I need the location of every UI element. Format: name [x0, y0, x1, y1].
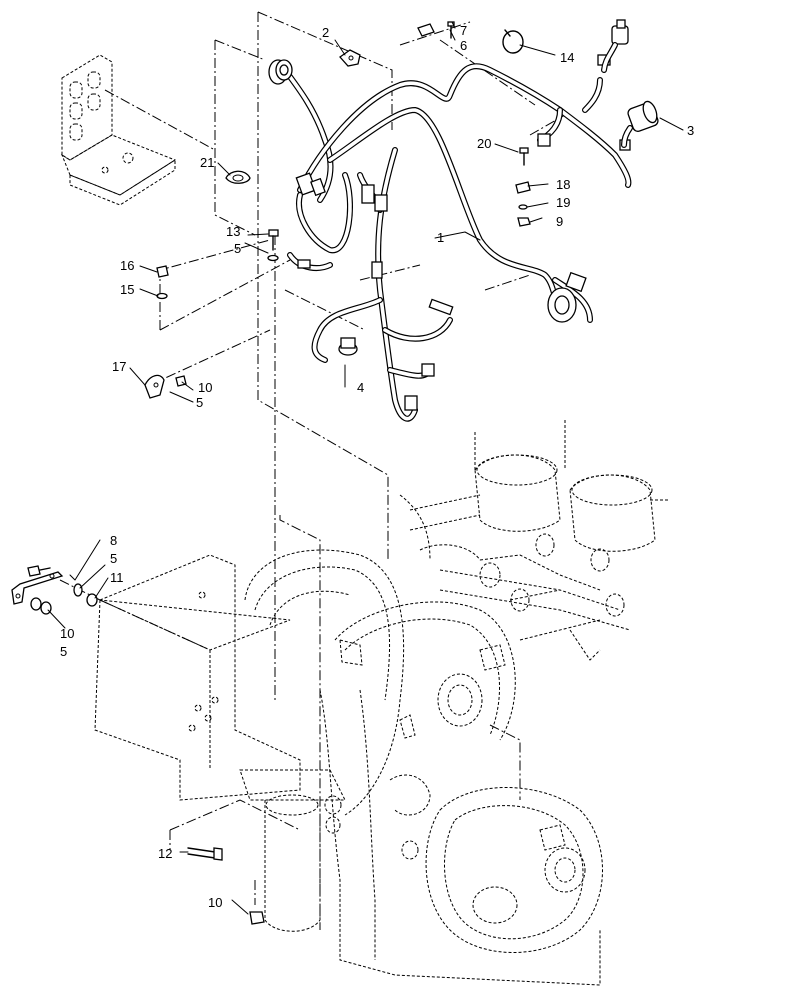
ring-part-14	[502, 29, 524, 54]
nut-part-6	[417, 23, 435, 37]
sensor-part-3	[619, 100, 659, 151]
bolt-part-20	[519, 147, 529, 166]
callout-18: 18	[556, 177, 570, 192]
nut-part-9	[517, 217, 531, 227]
callout-5-bracket: 5	[196, 395, 203, 410]
callout-1: 1	[437, 230, 444, 245]
bracket-part-17	[144, 374, 165, 399]
nut-part-16	[156, 265, 169, 278]
callout-9: 9	[556, 214, 563, 229]
callout-16: 16	[120, 258, 134, 273]
callout-19: 19	[556, 195, 570, 210]
mounting-bracket	[60, 54, 177, 206]
callout-8: 8	[110, 533, 117, 548]
callout-13: 13	[226, 224, 240, 239]
bolt-part-10-left	[30, 597, 52, 615]
bolt-part-12	[187, 847, 223, 861]
callout-3: 3	[687, 123, 694, 138]
callout-12: 12	[158, 846, 172, 861]
callout-10-left: 10	[60, 626, 74, 641]
grommet-connector	[268, 59, 293, 85]
hydraulic-cylinders	[399, 420, 670, 661]
callout-5-left: 5	[110, 551, 117, 566]
callout-10-bracket: 10	[198, 380, 212, 395]
callout-14: 14	[560, 50, 574, 65]
callout-6: 6	[460, 38, 467, 53]
callout-4: 4	[357, 380, 364, 395]
nut-part-11	[86, 593, 98, 607]
washer-part-19	[518, 204, 528, 210]
wiring-harness	[282, 63, 632, 422]
callout-20: 20	[477, 136, 491, 151]
callout-7: 7	[460, 23, 467, 38]
callout-5-upper: 5	[234, 241, 241, 256]
clip-part-18	[515, 181, 531, 194]
washer-part-5-upper	[267, 254, 279, 262]
transmission-housing	[239, 549, 603, 986]
callout-11: 11	[110, 570, 124, 585]
callout-5-lower: 5	[60, 644, 67, 659]
bracket-part-8	[11, 565, 64, 605]
callout-2: 2	[322, 25, 329, 40]
assembly-phantom-lines	[59, 11, 566, 930]
clip-part-2	[339, 49, 361, 67]
bolt-part-10-upper	[175, 375, 187, 387]
clamp-part-21	[225, 170, 251, 184]
bolt-part-13	[268, 229, 279, 251]
frame-plate	[94, 554, 301, 801]
callout-labels: 1 2 3 4 5 5 5 5 6 7 8 9 10 10 10 11 12 1…	[60, 23, 694, 910]
pressure-switch-part-4	[338, 337, 358, 356]
callout-17: 17	[112, 359, 126, 374]
washer-part-5-left	[73, 583, 83, 597]
switch-top-right	[597, 19, 629, 73]
callout-15: 15	[120, 282, 134, 297]
callout-10-bottom: 10	[208, 895, 222, 910]
callout-leaders	[47, 21, 684, 915]
nut-part-10-bottom	[249, 911, 265, 925]
callout-21: 21	[200, 155, 214, 170]
